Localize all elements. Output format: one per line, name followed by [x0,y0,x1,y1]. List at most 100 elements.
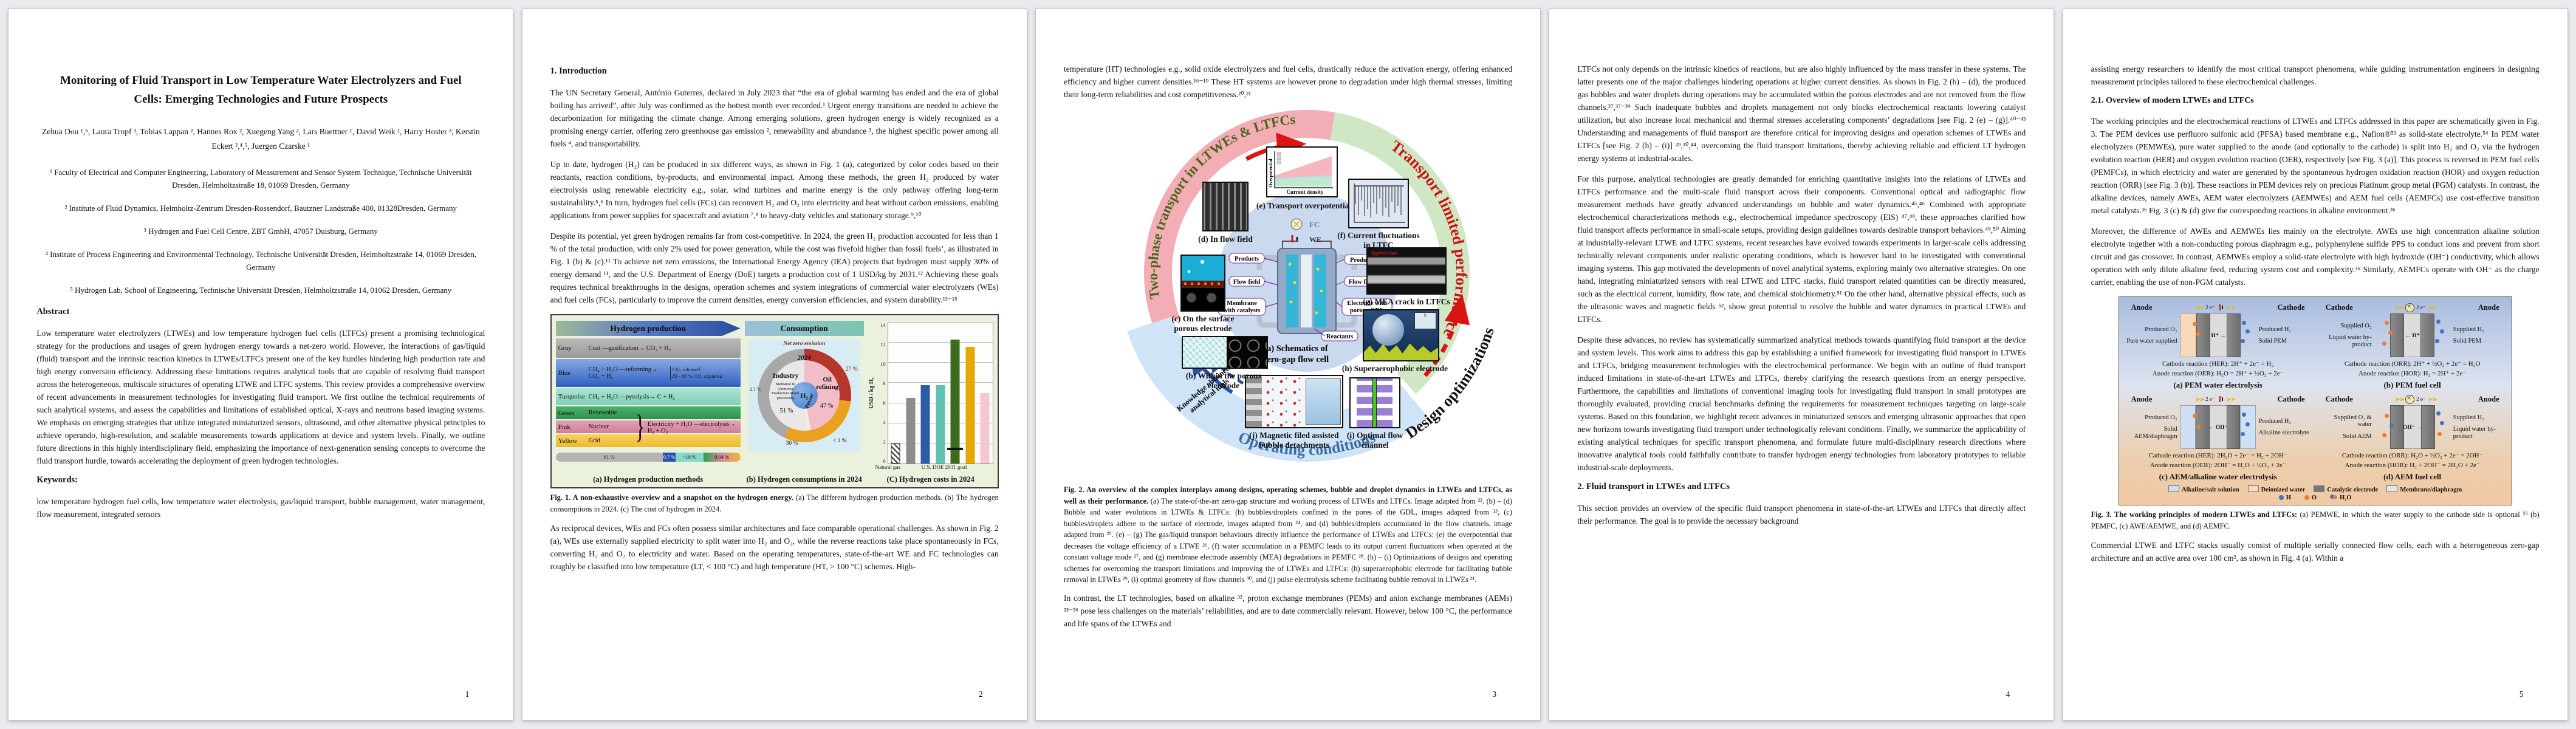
electrons-label: 2 e⁻ [2205,395,2215,402]
cathode-reaction: Cathode reaction (HER): 2H⁺ + 2e⁻ = H₂ [2162,360,2274,368]
electrode [2389,313,2405,357]
figure-3: Anode ➤➤ 2 e⁻ ➤➤ Cathode Produced O₂ Pur… [2118,296,2512,505]
panel-title: (c) AEM/alkaline water electrolysis [2159,472,2277,481]
oxygen-dot [2388,330,2393,335]
gridline [888,362,993,363]
oxygen-dot [2382,341,2386,346]
row-label: Gray [558,344,572,352]
callout-flowfield-right: Flow field [1349,279,1376,286]
fig2-thumb-superaerophobic: b [1362,309,1439,361]
feed-alkaline [2239,405,2256,449]
cathode-label: Cathode [2277,394,2305,403]
fig1-bar-plot [887,322,993,464]
bar-series-6 [980,393,990,464]
battery-icon [2217,396,2224,402]
panel-title: (b) PEM fuel cell [2383,380,2441,389]
legend-item: Deionized water [2247,485,2306,493]
paragraph: Despite these advances, no review has sy… [1577,335,2026,472]
side-label: Solid AEM/diaphragm [2134,426,2177,440]
label-h: (h) Superaerophobic electrode [1341,364,1448,373]
molecule-dots [1262,376,1306,427]
paragraph: Commercial LTWE and LTFC stacks usually … [2091,541,2540,563]
reaction-text: Electricity + H₂O —electrolysis→ H₂ + O₂ [647,420,736,434]
callout-reactants: Reactants [1326,334,1353,340]
anode-label: Anode [2131,394,2153,403]
bar-series-2 [920,385,930,464]
hydrogen-dot [2245,422,2250,426]
subsection-heading-overview: 2.1. Overview of modern LTWEs and LTFCs [2091,96,2254,105]
fluctuations-mini-chart [1354,183,1405,223]
electrons-label: 2 e⁻ [2205,304,2215,310]
label-j-line1: (j) Magnetic filed assisted [1249,431,1339,440]
circuit: ➤➤ 2 e⁻ ➤➤ [2195,304,2236,312]
feed-right [2241,313,2256,357]
page-1[interactable]: Monitoring of Fluid Transport in Low Tem… [8,9,514,720]
fig1-donut-inner: H₂ [769,360,840,431]
paragraph: For this purpose, analytical technologie… [1577,174,2026,324]
bar-series-5 [965,346,975,464]
anode-reaction: Anode reaction (OER): 2OH⁻ = H₂O + ½O₂ +… [2150,462,2286,469]
paragraph: The UN Secretary General, António Guterr… [550,88,999,148]
legend-label: H₂O [2340,495,2352,501]
electrode [2226,405,2240,449]
row-source: Grid [588,437,600,444]
abstract-text: Low temperature water electrolyzers (LTW… [36,329,485,465]
fig2-thumb-overpotential-chart: Overpotential Current density [1266,146,1338,197]
production-share-bar: 81 % 0.7 % ~18 % 0.04 % [555,453,741,462]
gridline [888,382,993,383]
row-notes: CO₂ released 85 - 95 % CO₂ captured [670,366,738,380]
label-c-line1: (c) On the surface [1171,314,1235,323]
channel-right [1377,378,1393,427]
production-row-blue: Blue CH₄ + H₂O —reforming→ CO₂ + H₂ CO₂ … [555,359,741,387]
brace: } [635,409,645,445]
paragraph: The working principles and the electroch… [2091,117,2540,215]
hydrogen-dot [2240,432,2245,436]
feed-left [2375,405,2390,449]
mini-ylabel: Overpotential [1268,158,1273,187]
donut-ring-label: Net zero emission [783,341,826,347]
page-3[interactable]: temperature (HT) technologies e.g., soli… [1035,9,1541,720]
donut-label-industry-sub: Methanol & Ammonia Production Metal proc… [771,382,800,400]
share-segment: 0.04 % [703,453,741,462]
fig3-panel-pemwe: Anode ➤➤ 2 e⁻ ➤➤ Cathode Produced O₂ Pur… [2125,302,2311,391]
electrode [2420,313,2435,357]
callout-products-right: Products [1350,257,1374,264]
fig2-thumb-mea-crack: Typical case [1366,247,1447,295]
legend-label: Membrane/diaphragm [2400,487,2462,493]
oxygen-dot [2192,322,2197,326]
callout-membrane-2: with catalysts [1224,307,1261,314]
we-label: WE [1309,235,1321,244]
legend-label: Alkaline/salt solution [2181,487,2239,493]
page-2[interactable]: 1. Introduction The UN Secretary General… [521,9,1027,720]
cathode-label: Cathode [2325,394,2353,403]
fig3-panel-pemfc: Cathode ➤➤ 2 e⁻ ➤➤ Anode Supplied O₂ Liq… [2320,302,2506,391]
row-source: Nuclear [588,423,609,430]
panel-title: (a) PEM water electrolysis [2173,380,2263,389]
side-label: Solid AEM [2343,433,2372,440]
donut-value: 30 % [786,440,798,447]
page-5[interactable]: assisting energy researchers to identify… [2062,9,2568,720]
legend-label: Deionized water [2261,487,2306,493]
bar-xlabels: Natural gas U.S. DOE 2031 goal [868,464,993,473]
label-e: (e) Transport overpotential [1256,201,1352,210]
electrode [2420,405,2435,449]
hydrogen-dot [2240,339,2245,343]
label-d: (d) In flow field [1198,234,1253,244]
side-label: Pure water supplied [2126,338,2177,344]
label-a-line1: (a) Schematics of [1264,344,1328,354]
share-segment: 81 % [555,453,663,462]
feed-alkaline [2180,405,2196,449]
ytick: 8 [883,380,886,386]
liquid-region [1181,256,1224,281]
page-4[interactable]: LTFCs not only depends on the intrinsic … [1549,9,2055,720]
oxygen-dot [2196,332,2201,336]
caption-bold: Fig. 1. A non-exhaustive overview and a … [550,493,793,502]
legend-label: O [2311,495,2317,501]
keywords-text: low temperature hydrogen fuel cells, low… [36,497,485,519]
sem-texture [1226,337,1267,368]
paragraph: Up to date, hydrogen (H₂) can be produce… [550,160,999,220]
cell-schematic: H⁺ → [2180,313,2256,357]
fig1-caption: Fig. 1. A non-exhaustive overview and a … [550,492,999,515]
